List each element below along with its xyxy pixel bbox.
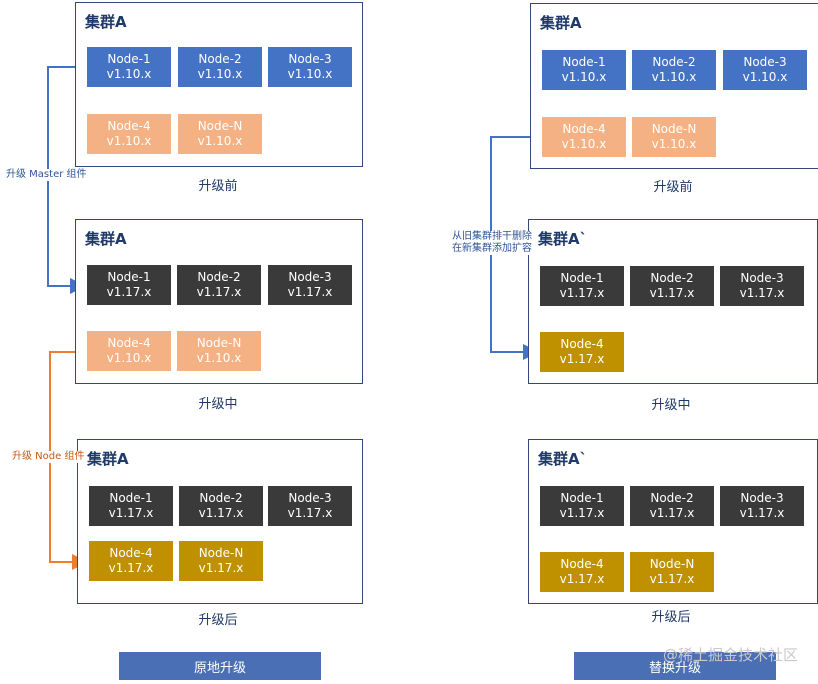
cluster-title: 集群A (85, 230, 127, 248)
caption-after: 升级后 (198, 613, 238, 628)
cluster-title: 集群A (87, 450, 129, 468)
footer-label-in-place-upgrade: 原地升级 (119, 652, 321, 680)
caption-before: 升级前 (653, 180, 693, 195)
caption-during: 升级中 (198, 397, 238, 412)
arrow-label-drain-and-add: 从旧集群排干删除 在新集群添加扩容 (452, 231, 532, 255)
cluster-title: 集群A` (538, 450, 588, 468)
arrow-label-upgrade-master: 升级 Master 组件 (6, 169, 87, 181)
arrow-label-line1: 从旧集群排干删除 (452, 231, 532, 242)
cluster-title: 集群A (540, 14, 582, 32)
cluster-title: 集群A` (538, 230, 588, 248)
cluster-title: 集群A (85, 13, 127, 31)
arrow-label-line2: 在新集群添加扩容 (452, 243, 532, 254)
arrow-label-upgrade-node: 升级 Node 组件 (12, 451, 85, 463)
caption-during: 升级中 (651, 398, 691, 413)
watermark: @稀土掘金技术社区 (662, 646, 798, 664)
footer-label-replacement-upgrade: 替换升级 (574, 652, 776, 680)
caption-before: 升级前 (198, 179, 238, 194)
caption-after: 升级后 (651, 610, 691, 625)
